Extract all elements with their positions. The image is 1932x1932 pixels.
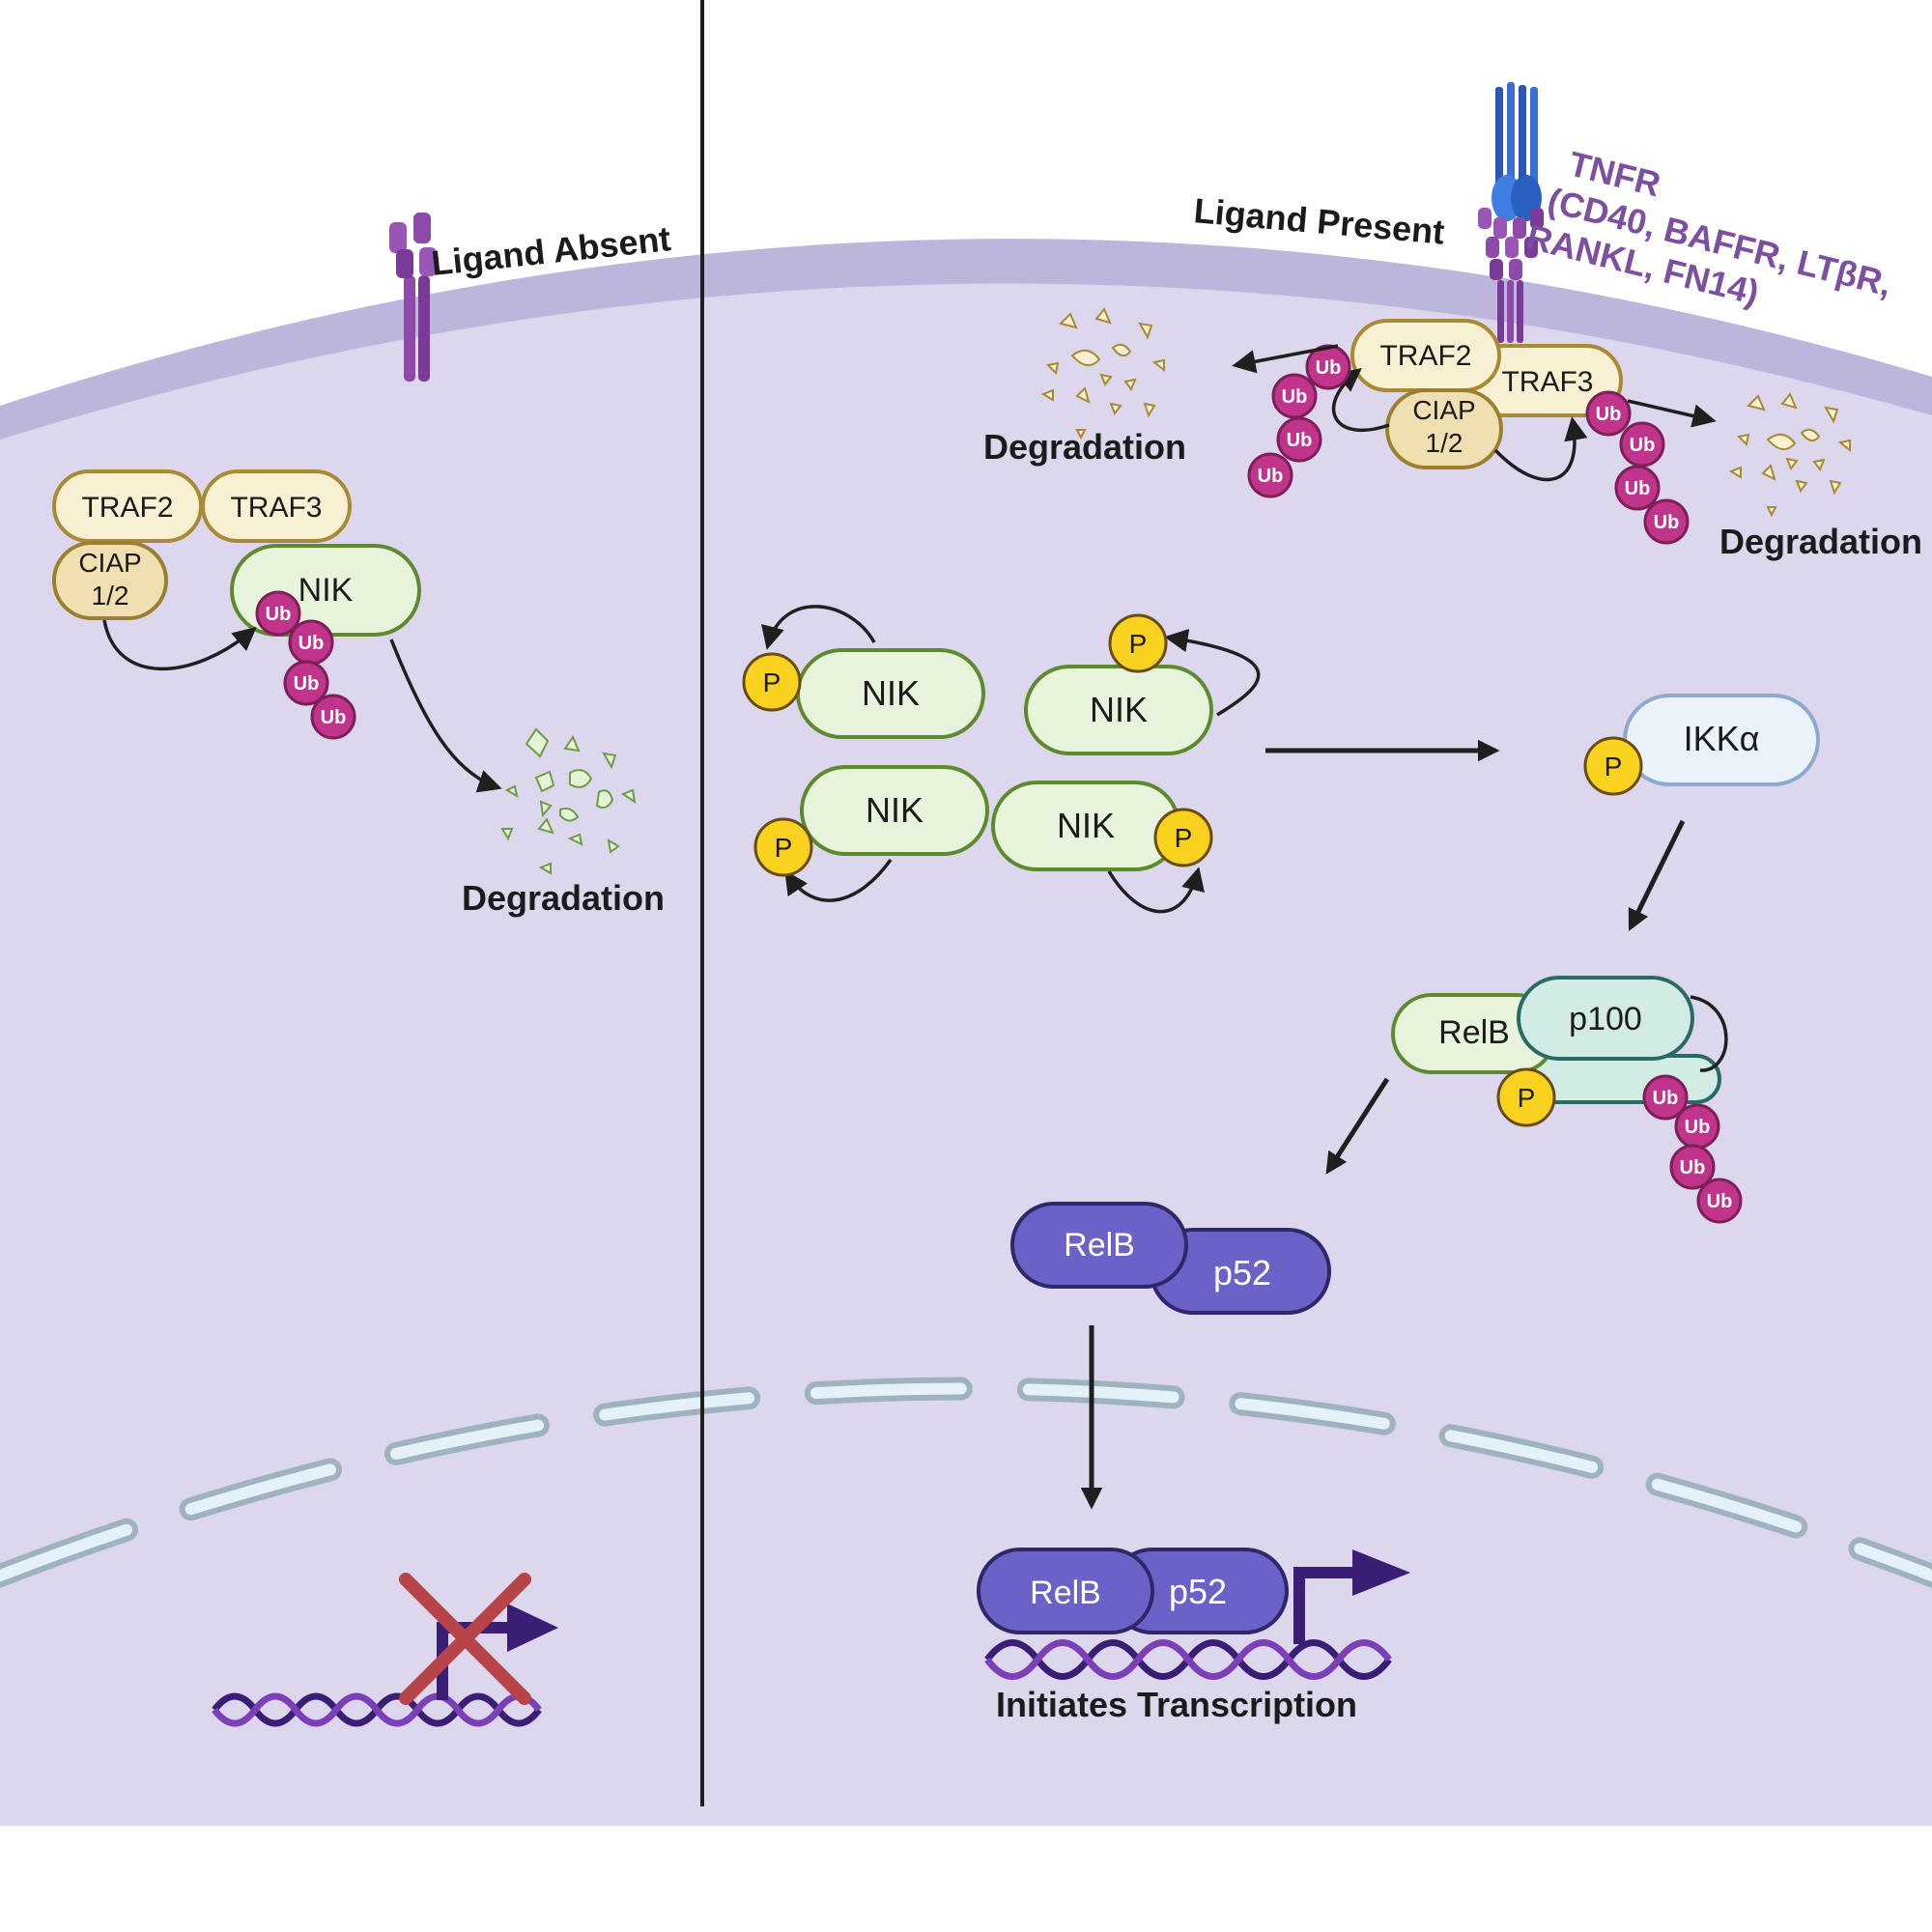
p-label: P [775, 833, 793, 863]
degraded-fragments-yellow-left [1040, 307, 1165, 440]
autophos-arrow-1 [761, 605, 876, 650]
ub-chain-left [255, 590, 356, 740]
ciap-right [1385, 388, 1503, 469]
ubiquitination-arrow-traf3 [1493, 416, 1588, 482]
traf3-left [201, 469, 352, 543]
ub-chain-traf2 [1247, 344, 1351, 498]
autophos-arrow-3 [784, 858, 893, 902]
ub-label: Ub [266, 604, 292, 625]
p100-to-p52-arrow [1325, 1077, 1390, 1175]
transcription-label: Initiates Transcription [996, 1685, 1357, 1724]
relb-nuclear [977, 1548, 1154, 1634]
ciap-left-line2: 1/2 [92, 581, 129, 611]
ub-label: Ub [1654, 512, 1680, 533]
relb-cyto-label: RelB [1064, 1227, 1135, 1264]
p-label: P [1129, 629, 1148, 659]
phosphate-group [1583, 736, 1643, 796]
autophos-arrow-2 [1164, 628, 1261, 717]
left-receptor [389, 213, 437, 382]
nik-right-1-label: NIK [862, 673, 920, 713]
relb-p100-label: RelB [1438, 1014, 1510, 1051]
p100-lower [1529, 1054, 1721, 1104]
ub-label: Ub [1653, 1088, 1679, 1109]
ub-label: Ub [294, 673, 320, 695]
nik-left-label: NIK [298, 572, 354, 609]
degradation-right-label: Degradation [1719, 522, 1922, 561]
traf3-right-label: TRAF3 [1501, 366, 1593, 398]
p100 [1517, 976, 1694, 1061]
ub-chain-p100 [1642, 1074, 1743, 1224]
tss-arrow-left [437, 1622, 512, 1700]
dna-left [212, 1692, 542, 1727]
ub-label: Ub [1596, 404, 1622, 425]
degradation-arrow-traf3 [1627, 399, 1717, 428]
degradation-left-label: Degradation [462, 878, 665, 918]
traf2-left-label: TRAF2 [81, 492, 173, 524]
ubiquitination-arrow-traf2 [1331, 367, 1390, 432]
ub-label: Ub [1685, 1117, 1711, 1138]
tnfr-receptor [1478, 82, 1544, 343]
ciap-left [52, 541, 168, 620]
inhibition-x-icon [399, 1573, 531, 1705]
ciap-left-line1: CIAP [78, 548, 141, 578]
dna-right [984, 1639, 1392, 1680]
traf3-left-label: TRAF3 [230, 492, 322, 524]
phosphate-group [1496, 1067, 1556, 1127]
ikka-to-p100-arrow [1628, 819, 1686, 932]
tss-arrowhead-right [1352, 1549, 1410, 1596]
phosphate-group [742, 613, 1213, 877]
ubiquitination-arrow-left [102, 619, 257, 671]
ciap-right-line1: CIAP [1412, 395, 1475, 425]
p-label: P [1605, 752, 1623, 781]
ub-label: Ub [321, 707, 347, 728]
nik-right-4-label: NIK [1057, 806, 1115, 845]
relb-nuclear-label: RelB [1030, 1575, 1101, 1611]
ub-label: Ub [1707, 1191, 1733, 1212]
tss-arrowhead-left [507, 1604, 558, 1652]
degradation-arrow-traf2 [1232, 344, 1339, 374]
degraded-fragments-yellow-right [1728, 392, 1851, 518]
nik-right-2-label: NIK [1090, 690, 1148, 729]
ub-chain-traf3 [1585, 390, 1690, 545]
ikka-label: IKKα [1684, 719, 1760, 758]
traf2-right-label: TRAF2 [1379, 340, 1471, 372]
autophos-arrow-4 [1107, 867, 1205, 914]
ub-label: Ub [1316, 357, 1342, 379]
ligand-present-title: Ligand Present [1192, 190, 1446, 252]
ciap-right-line2: 1/2 [1426, 428, 1463, 458]
nik-right-2 [1024, 665, 1213, 755]
nik-right-3-label: NIK [866, 790, 923, 830]
ub-label: Ub [298, 633, 325, 654]
degraded-fragments-green [500, 727, 637, 875]
ub-label: Ub [1680, 1157, 1706, 1179]
ub-label: Ub [1258, 466, 1284, 487]
p100-loop [1690, 995, 1728, 1072]
ub-label: Ub [1630, 435, 1656, 456]
ub-label: Ub [1282, 386, 1308, 408]
p52-nuclear-label: p52 [1169, 1572, 1227, 1611]
ub-label: Ub [1625, 478, 1651, 499]
nuclear-envelope-inner [0, 1382, 1932, 1582]
nik-right-3 [800, 765, 989, 856]
ub-label: Ub [1287, 430, 1313, 451]
relb-cyto [1010, 1202, 1188, 1289]
p-label: P [1175, 823, 1193, 853]
degradation-arrow-left [389, 639, 502, 793]
p-label: P [1518, 1083, 1536, 1113]
p52-cyto-label: p52 [1213, 1253, 1271, 1293]
degradation-right-top-label: Degradation [983, 427, 1186, 467]
p100-label: p100 [1569, 1001, 1642, 1037]
p-label: P [763, 668, 781, 697]
tss-arrow-right [1293, 1567, 1357, 1644]
